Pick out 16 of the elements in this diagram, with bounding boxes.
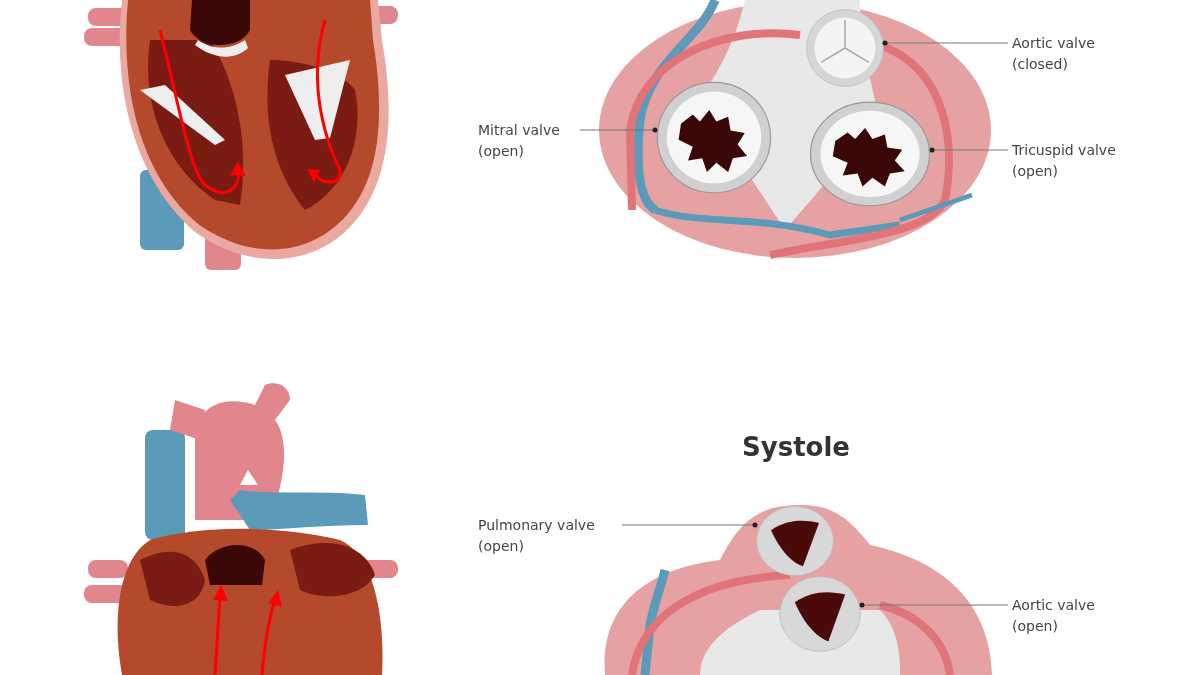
valve-drawing bbox=[808, 100, 932, 208]
valve-drawing bbox=[755, 505, 835, 577]
leader-line bbox=[621, 522, 758, 528]
valve-drawing bbox=[778, 575, 862, 653]
leader-line bbox=[579, 127, 658, 133]
valve-label: Tricuspid valve (open) bbox=[1012, 140, 1162, 182]
valve-drawing bbox=[805, 8, 885, 88]
valve-label: Aortic valve (open) bbox=[1012, 595, 1142, 637]
leader-line bbox=[882, 40, 1009, 46]
valve-drawing bbox=[655, 80, 773, 195]
valve-label: Aortic valve (closed) bbox=[1012, 33, 1142, 75]
section-heading: Systole bbox=[742, 432, 850, 462]
valve-label: Mitral valve (open) bbox=[478, 120, 578, 162]
leader-line bbox=[859, 602, 1009, 608]
valve-label: Pulmonary valve (open) bbox=[478, 515, 620, 557]
leader-line bbox=[929, 147, 1009, 153]
